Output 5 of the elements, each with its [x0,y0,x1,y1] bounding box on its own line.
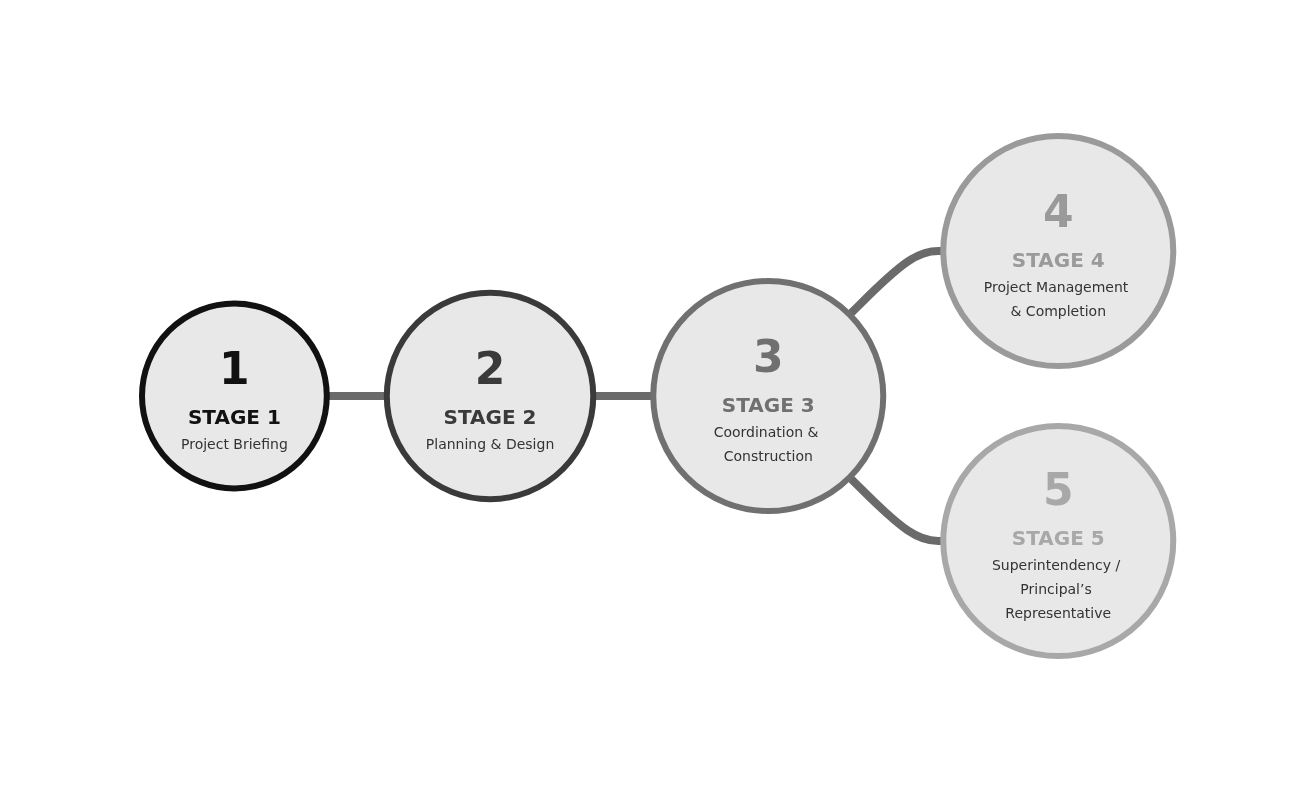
node-circle: 1 STAGE 1 Project Briefing [138,300,330,491]
node-circle: 2 STAGE 2 Planning & Design [383,289,597,502]
node-circle: 4 STAGE 4 Project Management & Completion [940,132,1177,369]
node-circle: 3 STAGE 3 Coordination & Construction [650,277,887,514]
node-circle: 5 STAGE 5 Superintendency / Principal’s Representative [940,422,1177,659]
